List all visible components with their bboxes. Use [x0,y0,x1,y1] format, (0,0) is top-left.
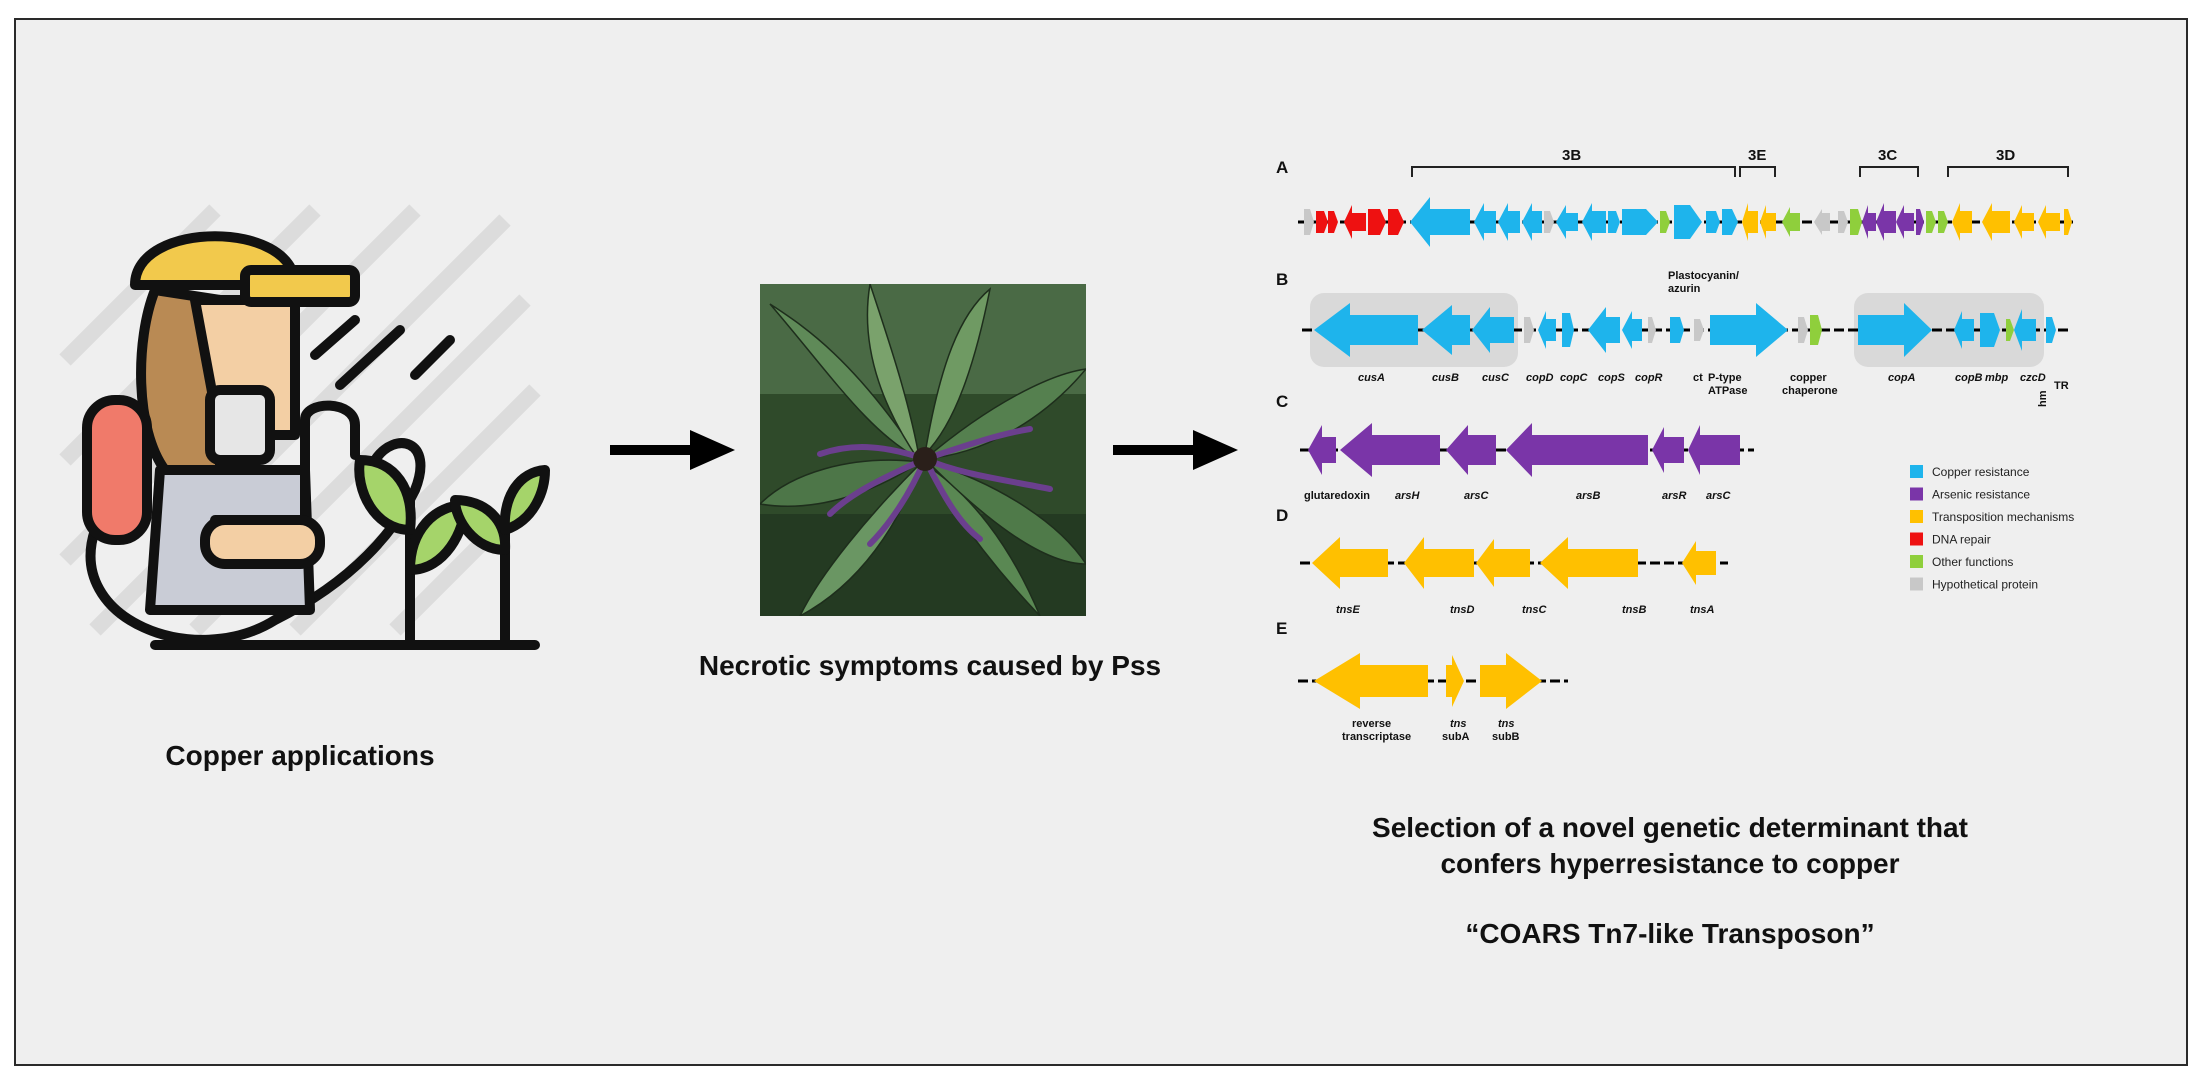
label-tnssubB-1: tns [1498,718,1515,730]
legend-label: DNA repair [1932,533,1991,547]
legend-swatch [1910,487,1923,501]
label-ct: ct [1693,372,1703,384]
label-plastocyanin-2: azurin [1668,283,1701,295]
label-czcD: czcD [2020,372,2046,384]
label-tnssubB-2: subB [1492,731,1520,743]
selection-caption-line-2: confers hyperresistance to copper [1440,848,1900,879]
legend-swatch [1910,555,1923,568]
label-cusB: cusB [1432,372,1459,384]
label-chaperone-2: chaperone [1782,385,1838,397]
panel-letter-c: C [1276,392,1288,411]
arrow-1 [610,430,735,470]
row-b-genes [1314,303,2056,357]
transposon-caption: “COARS Tn7-like Transposon” [1465,918,1875,949]
legend-swatch [1910,532,1923,546]
region-3b: 3B [1562,147,1581,164]
label-arsH: arsH [1395,490,1421,502]
label-ptype-2: ATPase [1708,385,1748,397]
label-transcriptase: transcriptase [1342,731,1411,743]
copper-applications-caption: Copper applications [165,740,435,771]
legend-swatch [1910,577,1923,591]
label-tnssubA-2: subA [1442,731,1470,743]
label-ptype-1: P-type [1708,372,1742,384]
label-glutaredoxin: glutaredoxin [1304,490,1370,502]
farmer-spraying-icon [59,204,550,650]
necrotic-symptoms-caption: Necrotic symptoms caused by Pss [698,650,1162,681]
label-reverse: reverse [1352,718,1391,730]
region-3e: 3E [1748,147,1766,164]
label-cusC: cusC [1482,372,1510,384]
label-copC: copC [1560,372,1589,384]
label-TR: TR [2054,380,2069,392]
label-arsC-1: arsC [1464,490,1490,502]
label-chaperone-1: copper [1790,372,1827,384]
legend-label: Other functions [1932,555,2013,569]
label-copD: copD [1526,372,1554,384]
label-copR: copR [1635,372,1663,384]
panel-letter-a: A [1276,158,1288,177]
label-hm: hm [2037,390,2049,407]
arrow-2 [1113,430,1238,470]
panel-letter-b: B [1276,270,1288,289]
legend-label: Copper resistance [1932,465,2030,479]
row-e-genes [1314,653,1542,709]
label-arsR: arsR [1662,490,1687,502]
label-arsB: arsB [1576,490,1601,502]
label-copB: copB [1955,372,1983,384]
row-a-genes [1304,197,2072,247]
legend-label: Transposition mechanisms [1932,510,2074,524]
row-d-genes [1312,537,1716,589]
legend-label: Hypothetical protein [1932,578,2038,592]
label-copS: copS [1598,372,1626,384]
row-c-genes [1308,423,1740,477]
label-cusA: cusA [1358,372,1385,384]
gene-cluster-diagram: A B C D E 3B 3E 3C 3D [1276,147,2074,743]
label-tnsB: tnsB [1622,604,1647,616]
label-plastocyanin-1: Plastocyanin/ [1668,270,1739,282]
legend-swatch [1910,465,1923,478]
label-mbp: mbp [1985,372,2009,384]
mango-leaf-photo [760,284,1086,616]
region-3c: 3C [1878,147,1897,164]
region-3d: 3D [1996,147,2015,164]
legend-label: Arsenic resistance [1932,488,2030,502]
label-tnssubA-1: tns [1450,718,1467,730]
selection-caption-line-1: Selection of a novel genetic determinant… [1372,812,1968,843]
panel-letter-e: E [1276,619,1287,638]
label-tnsD: tnsD [1450,604,1475,616]
label-arsC-2: arsC [1706,490,1732,502]
label-tnsE: tnsE [1336,604,1361,616]
legend-swatch [1910,510,1923,523]
label-tnsA: tnsA [1690,604,1715,616]
label-tnsC: tnsC [1522,604,1548,616]
panel-letter-d: D [1276,506,1288,525]
label-copA: copA [1888,372,1916,384]
